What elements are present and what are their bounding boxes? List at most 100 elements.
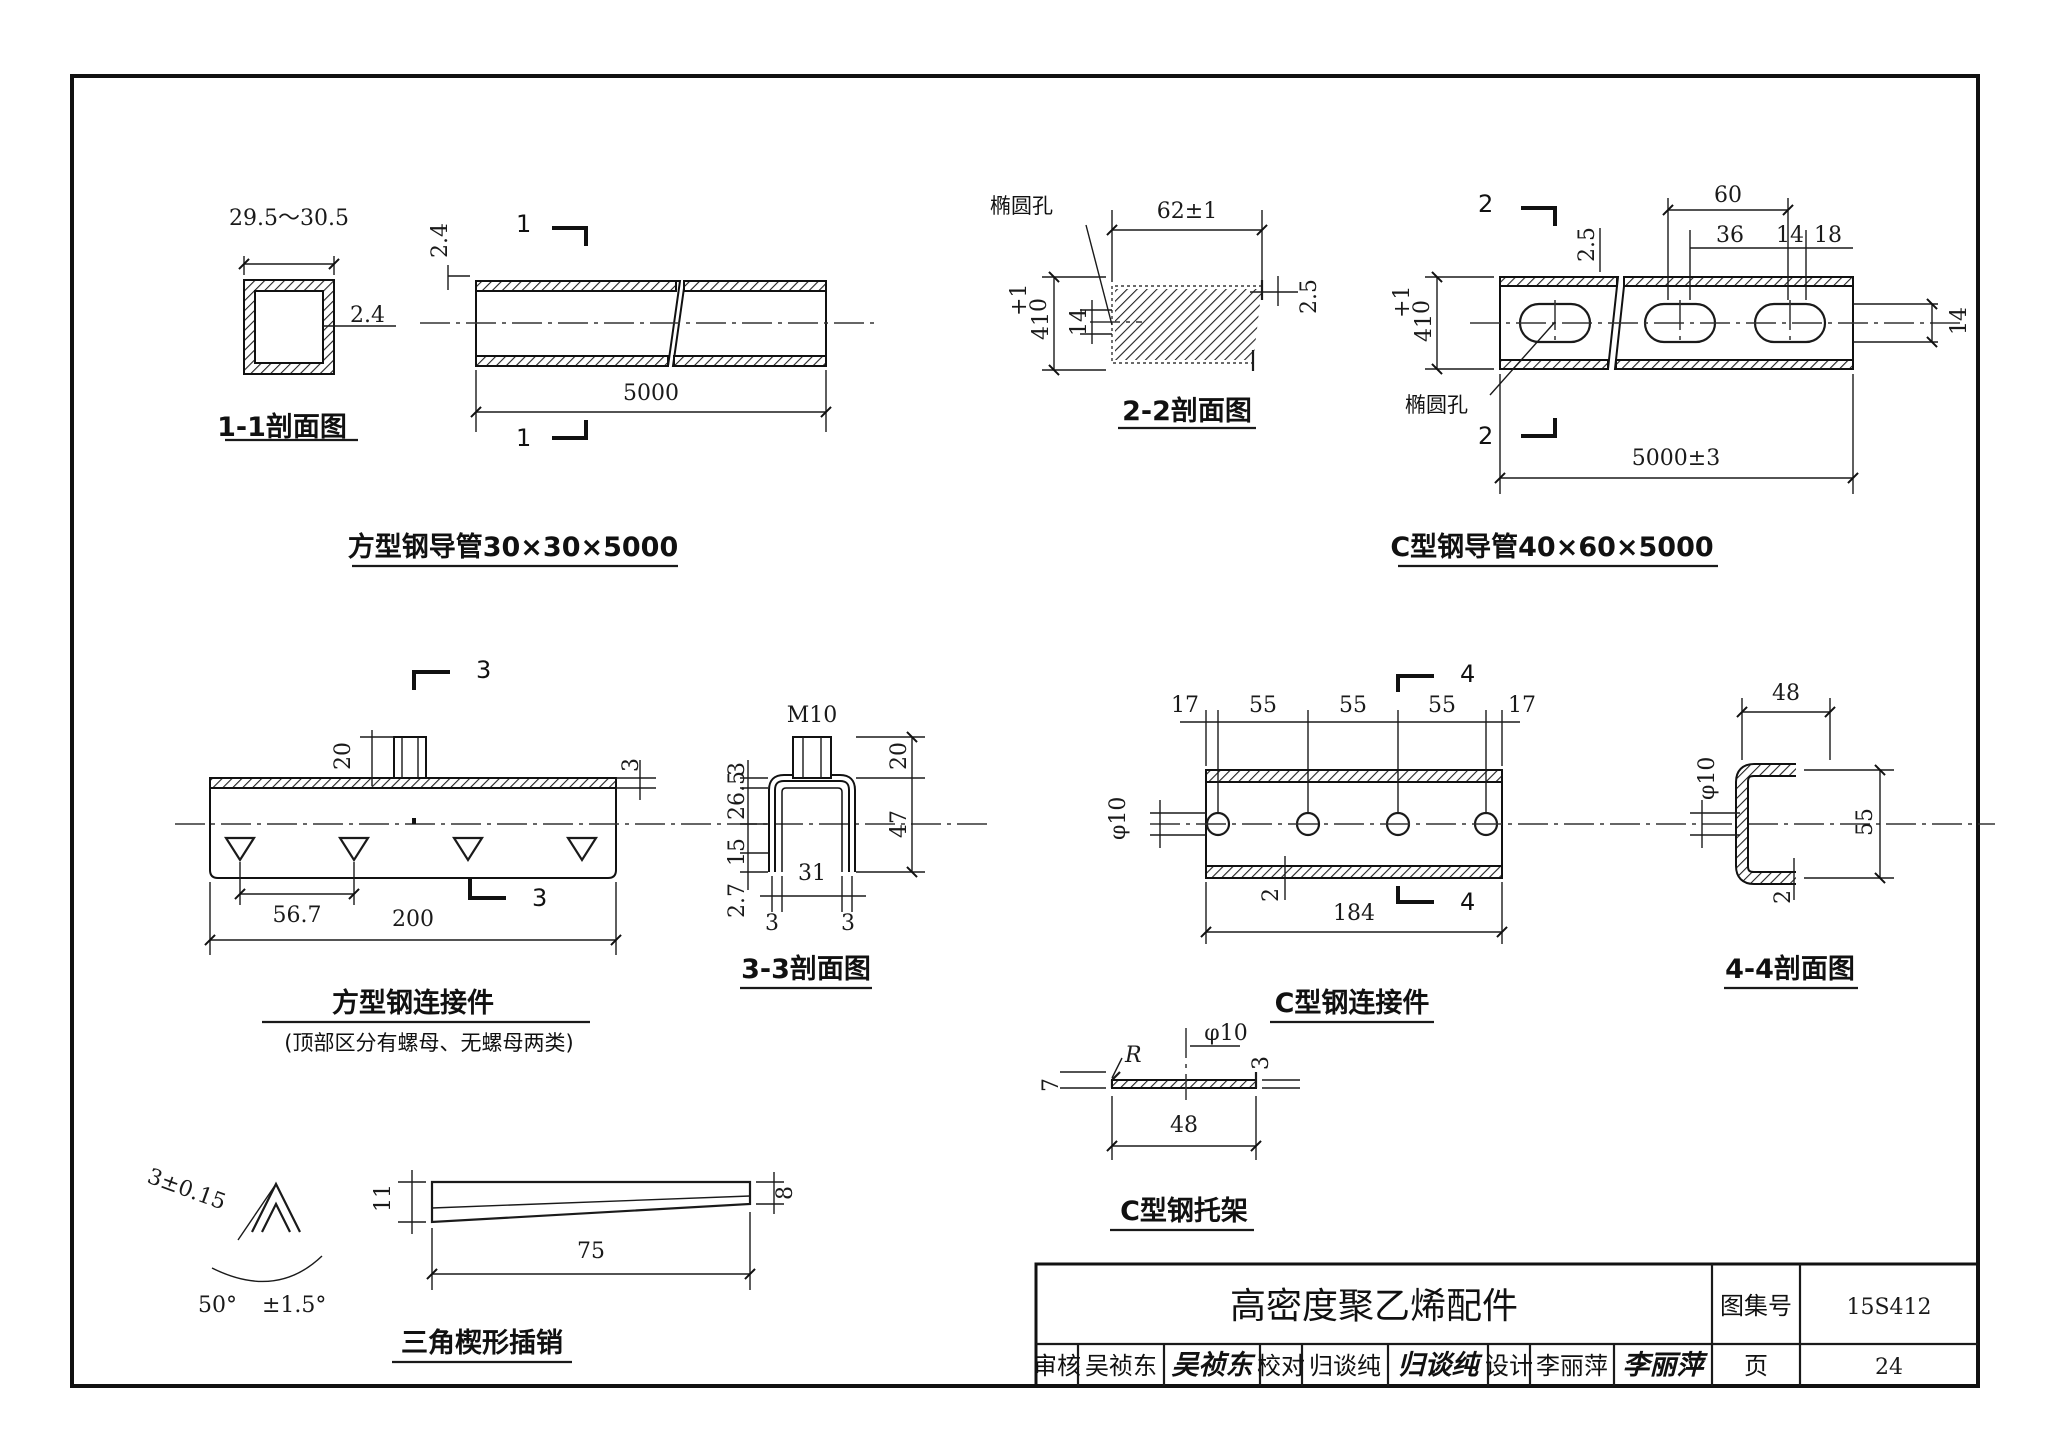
dim-pin-angle-tol: ±1.5°	[262, 1293, 326, 1318]
section-4-4-title: 4-4剖面图	[1725, 953, 1855, 985]
dim-pin-8: 8	[773, 1186, 798, 1200]
dim-44-48: 48	[1772, 681, 1800, 706]
dim-pin-11: 11	[371, 1184, 396, 1212]
dim-c-18: 18	[1814, 223, 1842, 248]
dim-c-lip: 2.5	[1297, 279, 1322, 314]
dim-sec-3c: 3	[841, 911, 855, 936]
c-connector-title: C型钢连接件	[1275, 987, 1430, 1019]
dim-tube-length: 5000	[623, 381, 679, 406]
c-bracket-drawing: 48 R φ10 7 3 C型钢托架	[1039, 1021, 1300, 1232]
dim-44-55: 55	[1853, 808, 1878, 836]
dim-bracket-hole: φ10	[1204, 1021, 1247, 1046]
dim-44-wall: 2	[1771, 890, 1796, 904]
dim-c-60: 60	[1714, 183, 1742, 208]
checker-name: 归谈纯	[1309, 1352, 1381, 1380]
dim-c-14b: 14	[1776, 223, 1804, 248]
dim-cc-17a: 17	[1171, 693, 1199, 718]
dim-pin-angle: 50°	[198, 1293, 237, 1318]
cut-1-bottom: 1	[516, 424, 531, 452]
cut-2-bottom: 2	[1478, 422, 1493, 450]
dim-cc-55b: 55	[1339, 693, 1367, 718]
dim-bracket-48: 48	[1170, 1113, 1198, 1138]
designer-name: 李丽萍	[1536, 1352, 1608, 1380]
section-2-2-title: 2-2剖面图	[1122, 395, 1252, 427]
dim-c-wall: 2.5	[1575, 227, 1600, 262]
page-number: 24	[1875, 1355, 1903, 1380]
dim-c-height: 41	[1029, 312, 1054, 340]
dim-sec-26-5: 26.5	[725, 771, 750, 820]
title-block: 高密度聚乙烯配件 图集号 15S412 页 24 审核 吴祯东 吴祯东 校对 归…	[1033, 1262, 1980, 1388]
dim-cc-55c: 55	[1428, 693, 1456, 718]
dim-cc-length: 184	[1333, 901, 1375, 926]
dim-pin-thickness: 3±0.15	[144, 1164, 229, 1215]
c-bracket-title: C型钢托架	[1120, 1196, 1248, 1227]
square-tube-drawing: 29.5～30.5 2.4 1-1剖面图 2.4 5000 1 1 方型钢导管3…	[217, 206, 880, 568]
dim-44-hole: φ10	[1695, 757, 1720, 800]
atlas-label: 图集号	[1720, 1292, 1792, 1320]
wedge-pin-title: 三角楔形插销	[401, 1327, 563, 1359]
designer-signature: 李丽萍	[1623, 1350, 1709, 1381]
checker-signature: 归谈纯	[1398, 1350, 1484, 1381]
section-3-3-title: 3-3剖面图	[741, 953, 871, 985]
dim-c-height-long-tol-lower: 0	[1410, 300, 1435, 314]
dim-conn-wall: 3	[619, 758, 644, 772]
dim-pin-75: 75	[577, 1239, 605, 1264]
dim-c-slot-right: 14	[1947, 307, 1972, 335]
dim-sec-20: 20	[887, 742, 912, 770]
dim-sec-3: 3	[725, 762, 750, 776]
dim-sec-2-7: 2.7	[725, 883, 750, 918]
dim-sec-3b: 3	[765, 911, 779, 936]
dim-cc-hole: φ10	[1106, 797, 1131, 840]
cut-3-top: 3	[476, 656, 491, 684]
check-label: 校对	[1257, 1352, 1305, 1380]
bolt-size: M10	[787, 703, 838, 728]
reviewer-signature: 吴祯东	[1172, 1350, 1257, 1381]
dim-c-height-long-tol-upper: +1	[1390, 286, 1415, 318]
dim-sec-31: 31	[798, 861, 826, 886]
dim-conn-length: 200	[392, 907, 434, 932]
reviewer-name: 吴祯东	[1085, 1352, 1157, 1380]
section-1-1-title: 1-1剖面图	[217, 411, 347, 443]
dim-c-height-tol-upper: +1	[1007, 284, 1032, 316]
dim-bracket-r: R	[1124, 1043, 1142, 1068]
cut-2-top: 2	[1478, 190, 1493, 218]
square-tube-section-inner	[254, 290, 324, 364]
design-label: 设计	[1485, 1352, 1533, 1380]
dim-c-top: 62±1	[1157, 199, 1217, 224]
dim-c-36: 36	[1716, 223, 1744, 248]
slot-label-bottom: 椭圆孔	[1405, 393, 1468, 417]
square-tube-title: 方型钢导管30×30×5000	[348, 531, 679, 563]
dim-c-slot: 14	[1067, 308, 1092, 336]
atlas-number: 15S412	[1846, 1295, 1931, 1320]
dim-nut: 20	[331, 742, 356, 770]
dim-c-height-tol-lower: 0	[1027, 298, 1052, 312]
square-connector-drawing: 56.7 200 20 3 3 3 方型钢连接件 (顶部区分有螺母、无螺母两类)…	[175, 656, 990, 1055]
page-label: 页	[1744, 1352, 1768, 1380]
cut-4-bottom: 4	[1460, 888, 1475, 916]
cut-3-bottom: 3	[532, 884, 547, 912]
c-tube-title: C型钢导管40×60×5000	[1390, 532, 1713, 563]
dim-pitch: 56.7	[273, 903, 322, 928]
dim-c-length: 5000±3	[1632, 446, 1720, 471]
drawing-title: 高密度聚乙烯配件	[1230, 1286, 1518, 1327]
c-tube-drawing: 62±1 41 +1 0 14 2.5 椭圆孔 2-2剖面图 1	[990, 183, 1972, 568]
review-label: 审核	[1033, 1352, 1081, 1380]
dim-wall-top: 2.4	[428, 223, 453, 258]
slot-label-top: 椭圆孔	[990, 194, 1053, 218]
wedge-pin-drawing: 3±0.15 50° ±1.5° 11 8 75 三角楔形插销	[144, 1164, 798, 1364]
cut-1-top: 1	[516, 210, 531, 238]
dim-bracket-7: 7	[1039, 1078, 1064, 1092]
dim-wall-side: 2.4	[350, 303, 385, 328]
dim-bracket-3: 3	[1249, 1056, 1274, 1070]
square-connector-title: 方型钢连接件	[332, 987, 494, 1019]
dim-sec-15: 15	[725, 838, 750, 866]
sheet-border	[70, 74, 1980, 1388]
square-connector-subtitle: (顶部区分有螺母、无螺母两类)	[284, 1031, 573, 1055]
dim-sec-47: 47	[887, 810, 912, 838]
cut-4-top: 4	[1460, 660, 1475, 688]
c-connector-drawing: 17 55 55 55 17 φ10 2 184 4 4 C型钢连接件 48 5…	[1106, 660, 1995, 1024]
dim-c-height-long: 41	[1412, 314, 1437, 342]
dim-width: 29.5～30.5	[229, 206, 349, 231]
